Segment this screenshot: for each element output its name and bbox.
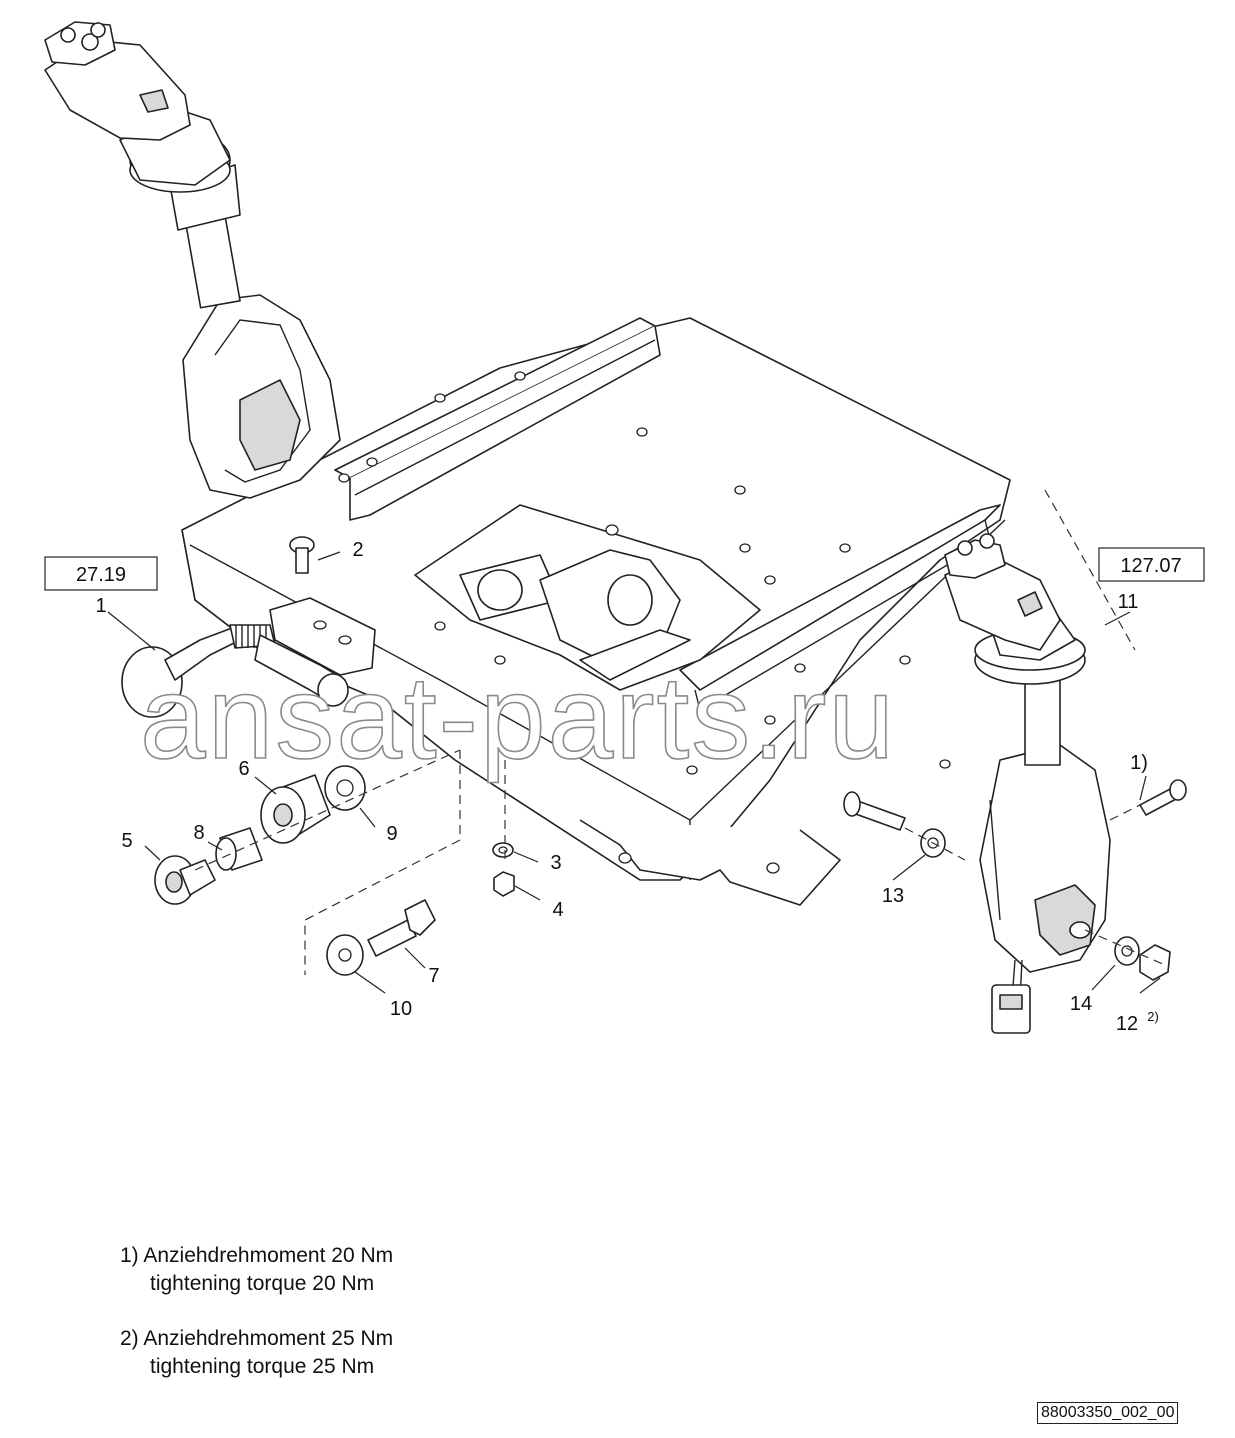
callout-1: 1 (95, 595, 106, 617)
callout-7: 7 (428, 965, 439, 987)
callout-footnote-1: 1) (1130, 752, 1148, 774)
adjustment-mechanism (459, 549, 691, 681)
part-9-washer (324, 765, 366, 811)
joystick-right (944, 533, 1111, 1034)
part-7-bolt (367, 899, 436, 957)
bolt-footnote-1 (1139, 779, 1187, 816)
reference-box-label: 27.19 (76, 564, 126, 586)
callout-13: 13 (882, 885, 904, 907)
part-6-bushing (260, 774, 331, 844)
reference-box-127-07: 127.07 (1098, 547, 1205, 582)
callout-8: 8 (193, 822, 204, 844)
callout-12: 12 (1116, 1013, 1138, 1035)
part-3-washer (492, 842, 514, 858)
plate-holes (338, 371, 951, 775)
note-torque-1: 1) Anziehdrehmoment 20 Nm tightening tor… (120, 1242, 393, 1298)
callout-10: 10 (390, 998, 412, 1020)
part-8-sleeve (215, 827, 263, 871)
callout-14: 14 (1070, 993, 1092, 1015)
part-14-washer (1114, 936, 1140, 966)
note-torque-2-de: 2) Anziehdrehmoment 25 Nm (120, 1327, 394, 1350)
drawing-number: 88003350_002_00 (1037, 1402, 1179, 1424)
assembly-lines (194, 489, 1166, 975)
part-2-screw (289, 536, 315, 574)
watermark: ansat-parts.ru (140, 652, 896, 784)
callout-11: 11 (1118, 591, 1139, 613)
callouts: 1 2 3 4 5 6 7 8 9 10 11 12 2) 13 14 1) (95, 539, 1158, 1035)
note-torque-2: 2) Anziehdrehmoment 25 Nm tightening tor… (120, 1325, 393, 1381)
callout-2: 2 (352, 539, 363, 561)
note-torque-2-en: tightening torque 25 Nm (150, 1355, 375, 1378)
note-torque-1-en: tightening torque 20 Nm (150, 1272, 375, 1295)
callout-3: 3 (550, 852, 561, 874)
callout-9: 9 (386, 823, 397, 845)
part-12-nut (1139, 944, 1171, 981)
leader-lines (107, 551, 1161, 994)
bolt-side-mount (843, 791, 906, 831)
joystick-left (44, 21, 341, 499)
callout-5: 5 (121, 830, 132, 852)
callout-6: 6 (238, 758, 249, 780)
reference-box-27-19: 27.19 (44, 556, 158, 591)
mounting-bracket (269, 597, 376, 676)
callout-12-sup: 2) (1147, 1009, 1159, 1024)
reference-box-label: 127.07 (1120, 555, 1181, 577)
part-10-washer (326, 934, 364, 976)
note-torque-1-de: 1) Anziehdrehmoment 20 Nm (120, 1244, 394, 1267)
part-5-flange-bolt (154, 855, 216, 905)
part-4-nut (493, 871, 515, 897)
callout-4: 4 (552, 899, 563, 921)
